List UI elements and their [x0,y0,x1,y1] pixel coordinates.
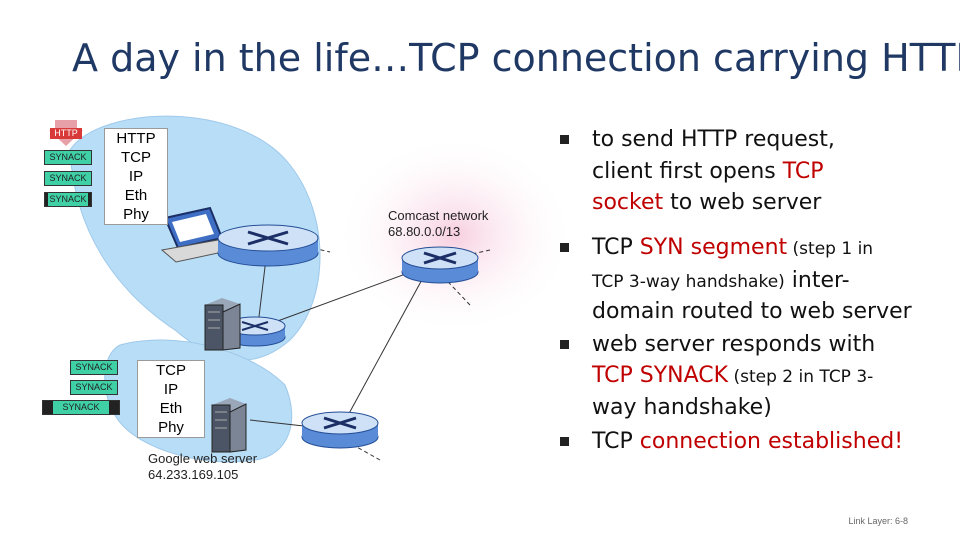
synack-packet: SYNACK [44,150,92,165]
google-server-label: Google web server 64.233.169.105 [148,451,258,482]
stack-layer-ip: IP [163,381,179,398]
stack-layer-ip: IP [128,168,144,185]
slide-footer: Link Layer: 6-8 [848,516,908,526]
synack-packet: SYNACK [44,192,92,207]
stack-layer-phy: Phy [158,419,184,436]
stack-layer-eth: Eth [159,400,183,417]
router-icon-google [301,411,379,449]
stack-layer-tcp: TCP [156,362,186,379]
link-comcast-google-router [339,264,431,431]
stack-layer-eth: Eth [124,187,148,204]
server-icon-google [211,398,247,453]
synack-packet: SYNACK [70,380,118,395]
laptop-icon [160,206,234,263]
bullet-icon [560,437,569,446]
server-protocol-stack: TCP IP Eth Phy [137,360,205,438]
slide-title: A day in the life…TCP connection carryin… [72,36,960,80]
comcast-network-cloud [335,135,575,335]
synack-packet: SYNACK [70,360,118,375]
comcast-network-label: Comcast network 68.80.0.0/13 [388,208,489,239]
bullet-icon [560,340,569,349]
server-icon-isp [204,298,241,351]
stack-layer-phy: Phy [123,206,149,223]
router-icon-client [217,224,319,267]
router-icon-comcast [401,246,479,284]
bullet-icon [560,243,569,252]
client-protocol-stack: HTTP TCP IP Eth Phy [104,128,168,225]
http-packet: HTTP [50,128,82,139]
synack-packet: SYNACK [42,400,120,415]
stack-layer-tcp: TCP [121,149,151,166]
synack-packet: SYNACK [44,171,92,186]
stack-layer-http: HTTP [116,130,156,147]
bullet-icon [560,135,569,144]
